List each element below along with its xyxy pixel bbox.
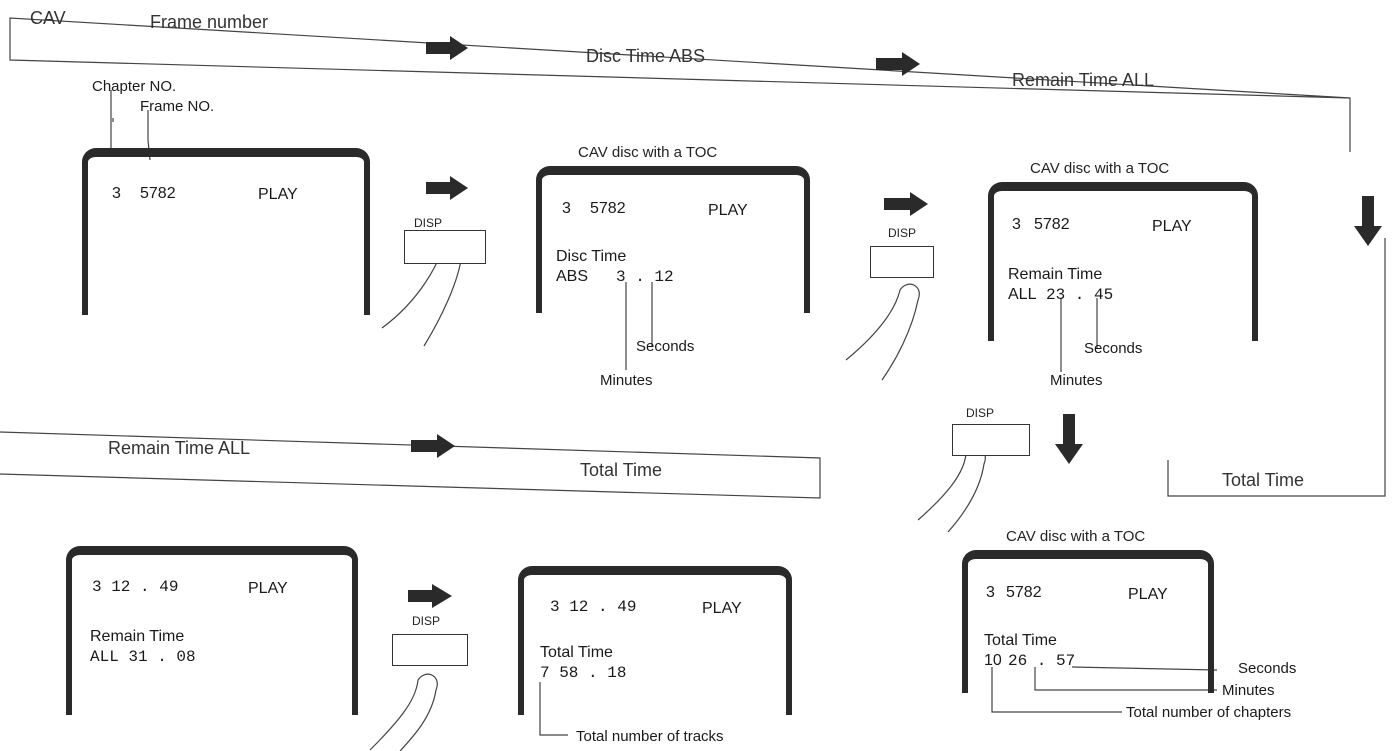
finger-press-icon-3 xyxy=(918,448,985,532)
s6-mode: PLAY xyxy=(1128,586,1168,604)
arrow-right-icon-h3 xyxy=(411,434,455,458)
s1-mode: PLAY xyxy=(258,186,298,204)
s6-caption: CAV disc with a TOC xyxy=(1006,528,1145,545)
header-total-time: Total Time xyxy=(580,460,662,481)
s1-frame: 5782 xyxy=(140,185,176,203)
s6-frame: 5782 xyxy=(1006,584,1042,602)
header-remain-time-all-2: Remain Time ALL xyxy=(108,438,250,459)
arrow-right-icon-2 xyxy=(884,192,928,216)
disp-label-2: DISP xyxy=(888,226,916,240)
s6-chapter: 3 xyxy=(986,584,995,602)
s2-line3: Disc Time xyxy=(556,248,626,266)
tv-screen-1 xyxy=(82,148,370,315)
disp-label-1: DISP xyxy=(414,216,442,230)
s5-top: 3 12 . 49 xyxy=(550,598,636,616)
s3-mode: PLAY xyxy=(1152,218,1192,236)
header-frame-number: Frame number xyxy=(150,12,268,33)
s6-chapters: Total number of chapters xyxy=(1126,704,1291,721)
disp-label-4: DISP xyxy=(412,614,440,628)
s4-top: 3 12 . 49 xyxy=(92,578,178,596)
header-disc-time-abs: Disc Time ABS xyxy=(586,46,705,67)
s6-line3: Total Time xyxy=(984,632,1057,650)
s2-chapter: 3 xyxy=(562,200,571,218)
disp-button-4[interactable] xyxy=(392,634,468,666)
disp-label-3: DISP xyxy=(966,406,994,420)
tv-screen-2 xyxy=(536,166,810,313)
arrow-down-icon-1 xyxy=(1354,196,1382,246)
disp-button-3[interactable] xyxy=(952,424,1030,456)
s2-mode: PLAY xyxy=(708,202,748,220)
s5-line4: 7 58 . 18 xyxy=(540,664,626,682)
s6-minutes: Minutes xyxy=(1222,682,1275,699)
finger-press-icon-2 xyxy=(846,284,919,380)
s2-line4-prefix: ABS xyxy=(556,268,588,286)
s4-line4: ALL 31 . 08 xyxy=(90,648,196,666)
disp-button-1[interactable] xyxy=(404,230,486,264)
chapter-no-callout: Chapter NO. xyxy=(92,78,176,95)
arrow-right-icon-3 xyxy=(408,584,452,608)
s6-line4-prefix: 10 xyxy=(984,652,1002,670)
s3-line3: Remain Time xyxy=(1008,266,1102,284)
s3-chapter: 3 xyxy=(1012,216,1021,234)
arrow-down-icon-2 xyxy=(1055,414,1083,464)
cav-label: CAV xyxy=(30,8,66,29)
disp-button-2[interactable] xyxy=(870,246,934,278)
s3-seconds: Seconds xyxy=(1084,340,1142,357)
s2-seconds: Seconds xyxy=(636,338,694,355)
s3-frame: 5782 xyxy=(1034,216,1070,234)
tv-screen-5 xyxy=(518,566,792,715)
s4-mode: PLAY xyxy=(248,580,288,598)
s3-line4-prefix: ALL xyxy=(1008,286,1036,304)
s1-chapter: 3 xyxy=(112,185,121,203)
s5-mode: PLAY xyxy=(702,600,742,618)
s2-minutes: Minutes xyxy=(600,372,653,389)
s5-line3: Total Time xyxy=(540,644,613,662)
arrow-right-icon-1 xyxy=(426,176,468,200)
s2-frame: 5782 xyxy=(590,200,626,218)
s5-tracks: Total number of tracks xyxy=(576,728,724,745)
s6-seconds: Seconds xyxy=(1238,660,1296,677)
arrow-right-icon-h1 xyxy=(426,36,468,60)
finger-press-icon-4 xyxy=(370,674,437,751)
header-remain-time-all: Remain Time ALL xyxy=(1012,70,1154,91)
s2-line4-value: 3 . 12 xyxy=(616,268,674,286)
s3-minutes: Minutes xyxy=(1050,372,1103,389)
s6-line4-value: 26 . 57 xyxy=(1008,652,1075,670)
side-total-time: Total Time xyxy=(1222,470,1304,491)
chapter-leader xyxy=(111,90,113,150)
s4-line3: Remain Time xyxy=(90,628,184,646)
s2-caption: CAV disc with a TOC xyxy=(578,144,717,161)
tv-screen-6 xyxy=(962,550,1214,693)
s3-line4-value: 23 . 45 xyxy=(1046,286,1113,304)
frame-no-callout: Frame NO. xyxy=(140,98,214,115)
tv-screen-3 xyxy=(988,182,1258,341)
s3-caption: CAV disc with a TOC xyxy=(1030,160,1169,177)
